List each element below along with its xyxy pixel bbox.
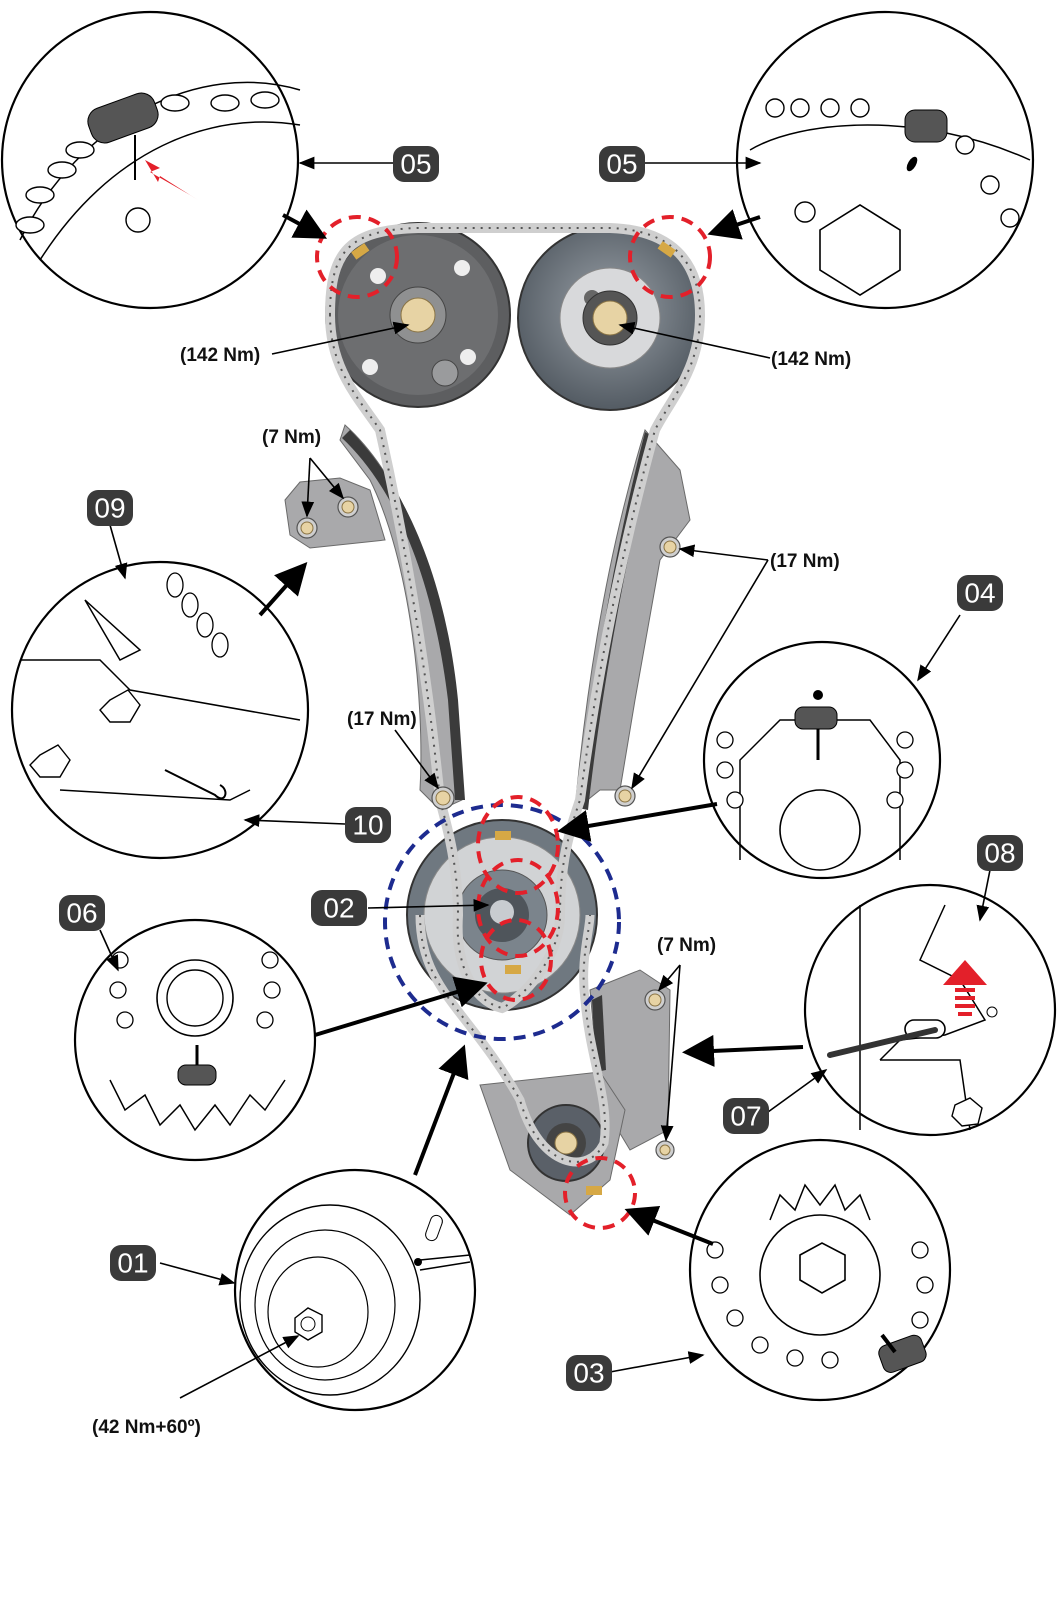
- callout-10: 10: [345, 807, 391, 843]
- callout-02: 02: [311, 890, 367, 926]
- callout-09: 09: [87, 490, 133, 526]
- tensioner-pin: [827, 1027, 938, 1058]
- detail-dark-link: [87, 92, 159, 144]
- svg-text:05: 05: [400, 149, 431, 180]
- intake-cam-bolt: [400, 297, 436, 333]
- torque-intake-cam: (142 Nm): [180, 345, 260, 366]
- bolts: [296, 496, 681, 1160]
- svg-text:02: 02: [323, 893, 354, 924]
- intake-mark-highlight: [315, 215, 399, 299]
- callout-05-intake: 05: [393, 146, 439, 182]
- arrow-crank-top: [557, 802, 718, 842]
- exhaust-cam-colored-link: [657, 241, 676, 258]
- left-chain-guide: [339, 424, 465, 811]
- torque-crank-pulley: (42 Nm+60º): [92, 1417, 201, 1438]
- svg-text:03: 03: [573, 1358, 604, 1389]
- callout-03: 03: [566, 1355, 612, 1391]
- crank-area-highlight: [383, 803, 621, 1041]
- crank-top-colored-link: [495, 831, 511, 840]
- callout-08: 07: [723, 1098, 769, 1134]
- torque-exhaust-cam: (142 Nm): [771, 349, 851, 370]
- oil-pump-chain: [415, 914, 610, 1167]
- callout-01: 01: [110, 1245, 156, 1281]
- detail-crank-bottom-mark: [73, 918, 317, 1162]
- red-up-arrow-icon: [943, 960, 987, 1016]
- arrow-crank-bottom: [314, 976, 488, 1037]
- arrow-intake-detail: [282, 209, 328, 239]
- svg-text:04: 04: [964, 578, 995, 609]
- detail-intake-mark: [0, 10, 301, 310]
- detail-tensioner-plunger: [803, 883, 1057, 1137]
- crank-center-highlight: [476, 858, 560, 958]
- torque-right-guide: (17 Nm): [770, 551, 840, 572]
- red-pointer-arrow-icon: [145, 160, 198, 200]
- detail-upper-tensioner: [10, 560, 310, 860]
- detail-dark-link: [904, 109, 948, 143]
- arrow-oil-pump: [624, 1205, 714, 1246]
- torque-lower-tensioner: (7 Nm): [657, 935, 716, 956]
- arrow-exhaust-detail: [707, 209, 761, 240]
- exhaust-mark-highlight: [628, 215, 712, 299]
- svg-text:07: 07: [730, 1101, 761, 1132]
- svg-text:08: 08: [984, 838, 1015, 869]
- arrow-tensioner: [682, 1034, 804, 1067]
- oil-pump-colored-link: [586, 1186, 602, 1195]
- arrow-crank-pulley: [413, 1044, 469, 1176]
- detail-oil-pump-mark: [688, 1138, 952, 1402]
- svg-text:06: 06: [66, 898, 97, 929]
- callout-07: 08: [977, 835, 1023, 871]
- arrow-upper-tensioner: [258, 562, 308, 617]
- torque-upper-tensioner: (7 Nm): [262, 427, 321, 448]
- svg-text:09: 09: [94, 493, 125, 524]
- right-chain-guide: [574, 428, 691, 812]
- svg-text:05: 05: [606, 149, 637, 180]
- crank-top-mark-highlight: [476, 795, 560, 895]
- callout-04: 04: [957, 575, 1003, 611]
- detail-crank-pulley: [233, 1168, 477, 1412]
- detail-crank-top-mark: [702, 640, 942, 880]
- detail-exhaust-mark: [735, 10, 1035, 310]
- intake-cam-colored-link: [351, 243, 370, 260]
- svg-text:01: 01: [117, 1248, 148, 1279]
- exhaust-cam-bolt: [592, 300, 628, 336]
- crank-bottom-colored-link: [505, 965, 521, 974]
- callout-06: 06: [59, 895, 105, 931]
- svg-text:10: 10: [352, 810, 383, 841]
- torque-left-guide: (17 Nm): [347, 709, 417, 730]
- crank-bottom-mark-highlight: [479, 918, 553, 1002]
- oil-pump-mark-highlight: [563, 1156, 637, 1230]
- timing-chain: [324, 223, 706, 1014]
- callout-05-exhaust: 05: [599, 146, 645, 182]
